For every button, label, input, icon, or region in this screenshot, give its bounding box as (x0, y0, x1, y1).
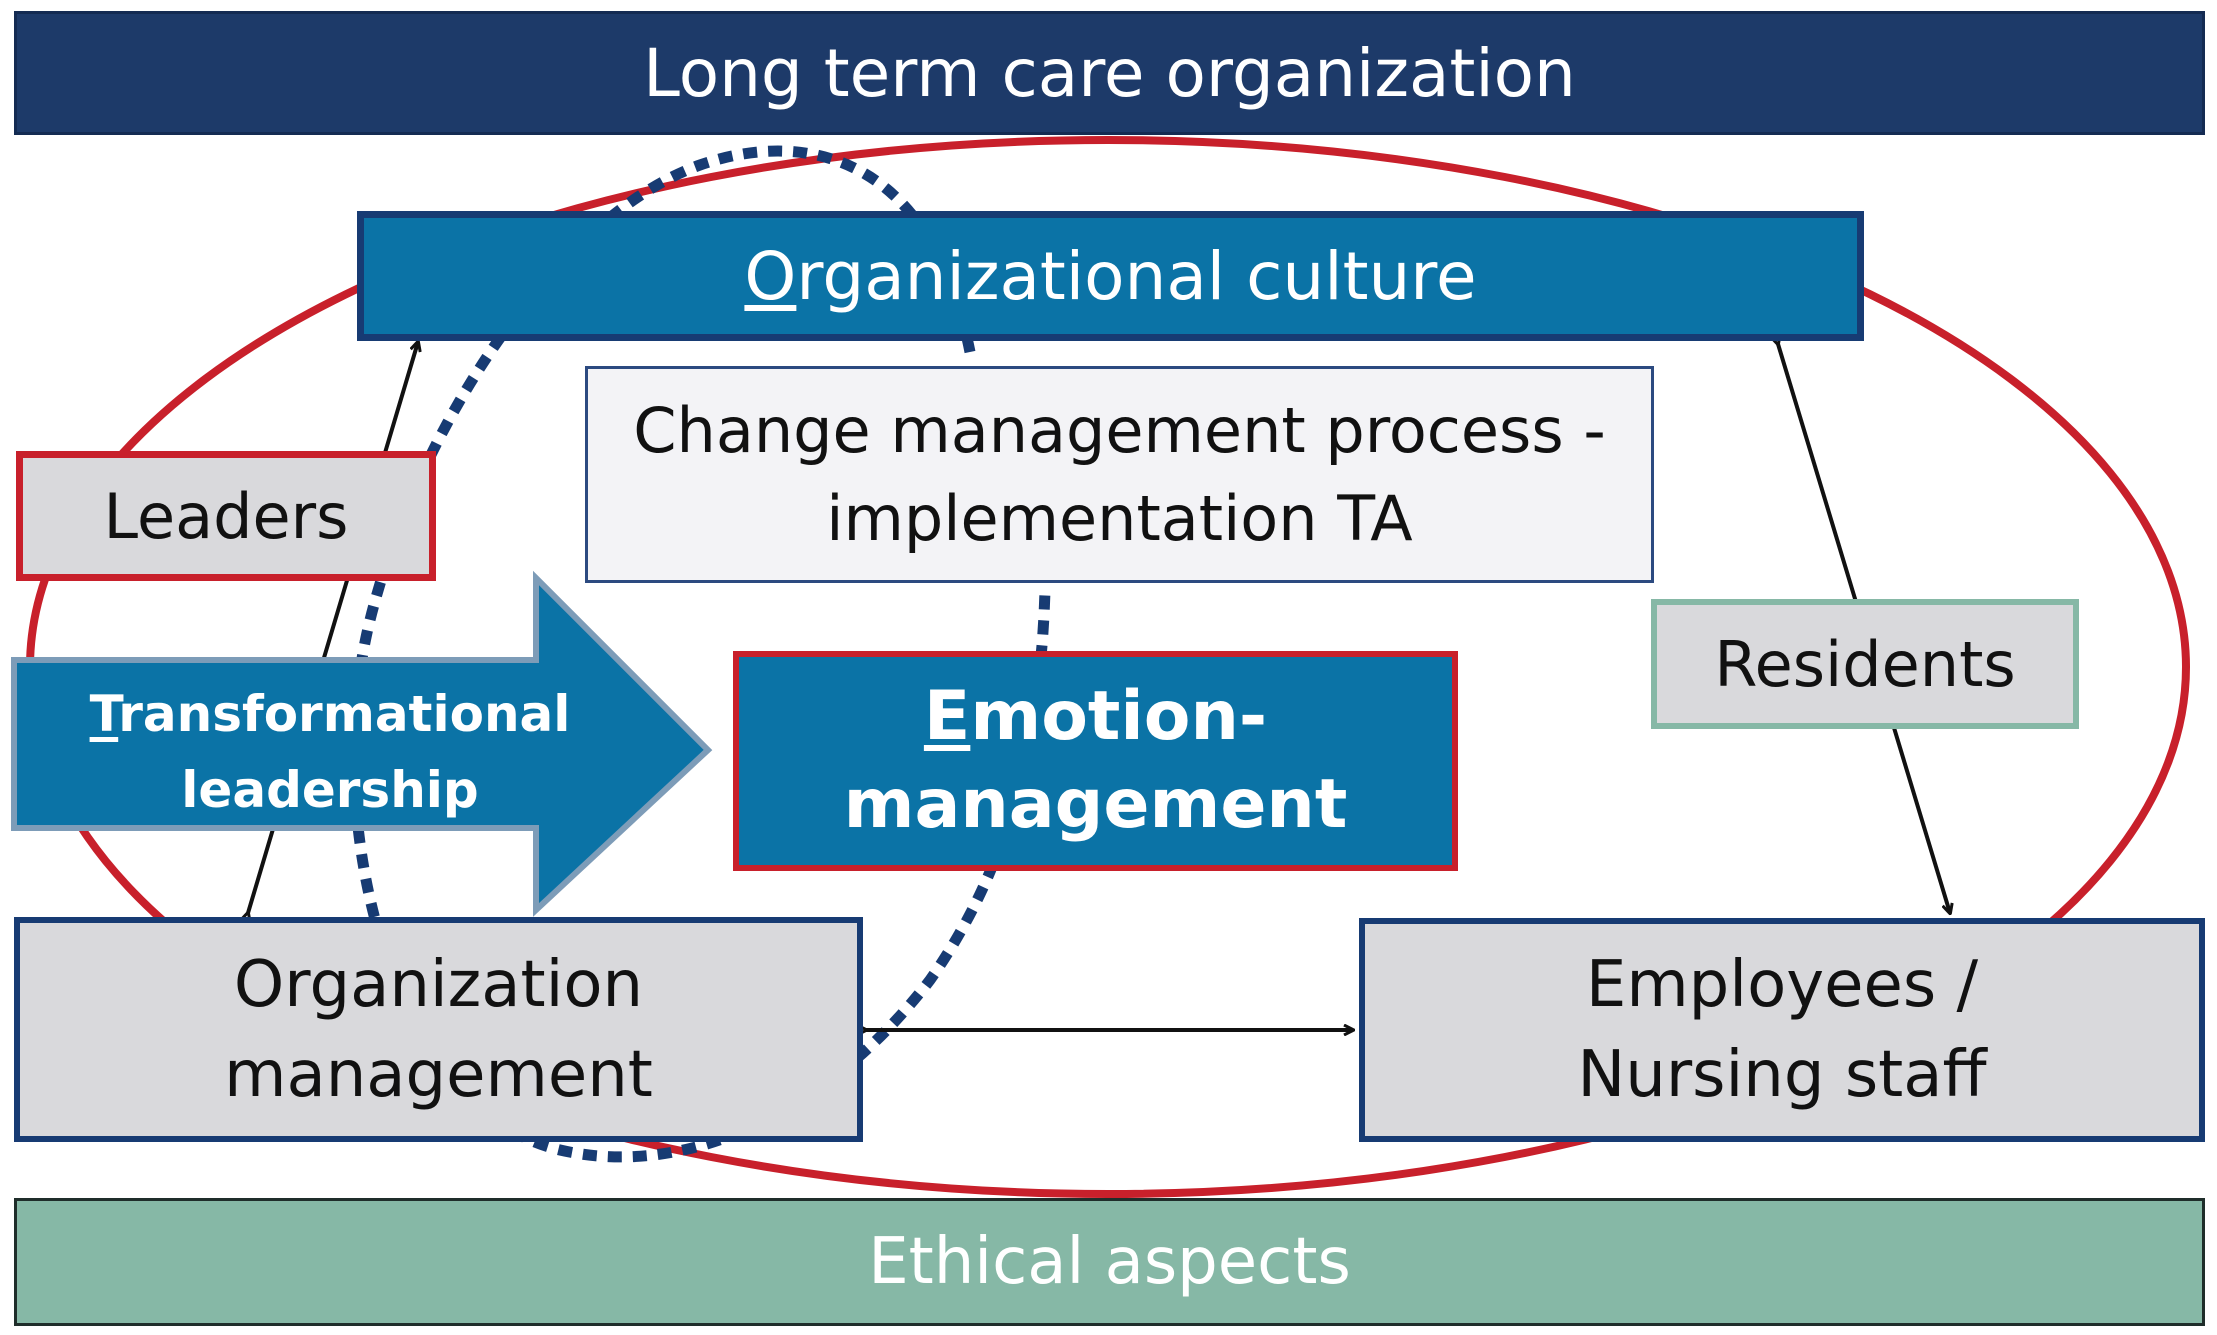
employees-box: Employees / Nursing staff (1359, 918, 2205, 1142)
transformational-initial: T (89, 685, 119, 743)
change-management-box: Change management process - implementati… (585, 366, 1654, 583)
change-management-line1: Change management process - (633, 393, 1606, 467)
organizational-culture-box: Organizational culture (357, 211, 1864, 341)
bottom-banner-title: Ethical aspects (868, 1225, 1351, 1299)
top-banner: Long term care organization (14, 11, 2205, 135)
emotion-line1: Emotion- (924, 673, 1267, 761)
transformational-block-arrow (11, 570, 713, 917)
dotted-loop (348, 145, 1051, 1163)
organization-management-line2: management (224, 1037, 653, 1112)
emotion-management-box: Emotion- management (733, 651, 1458, 871)
employees-line2: Nursing staff (1577, 1038, 1987, 1112)
change-management-line2: implementation TA (826, 481, 1413, 555)
organizational-culture-label: Organizational culture (744, 238, 1476, 315)
organization-management-line1: Organization (233, 947, 644, 1022)
leaders-box: Leaders (16, 451, 436, 581)
organization-management-box: Organization management (14, 917, 863, 1142)
transformational-leadership-label: Transformational leadership (90, 672, 571, 832)
emotion-rest: motion- (970, 677, 1268, 756)
transformational-rest: ransformational (118, 685, 571, 743)
bottom-banner: Ethical aspects (14, 1198, 2205, 1326)
organizational-culture-initial: O (744, 237, 797, 315)
organizational-culture-rest: rganizational culture (796, 237, 1477, 315)
employees-line1: Employees / (1585, 948, 1979, 1022)
transformational-line1: Transformational (90, 676, 571, 752)
leaders-label: Leaders (103, 479, 349, 553)
residents-box: Residents (1651, 599, 2079, 729)
top-banner-title: Long term care organization (643, 34, 1576, 112)
transformational-line2: leadership (181, 761, 479, 819)
emotion-line2: management (843, 765, 1348, 844)
emotion-initial: E (923, 677, 971, 756)
residents-label: Residents (1714, 627, 2016, 701)
